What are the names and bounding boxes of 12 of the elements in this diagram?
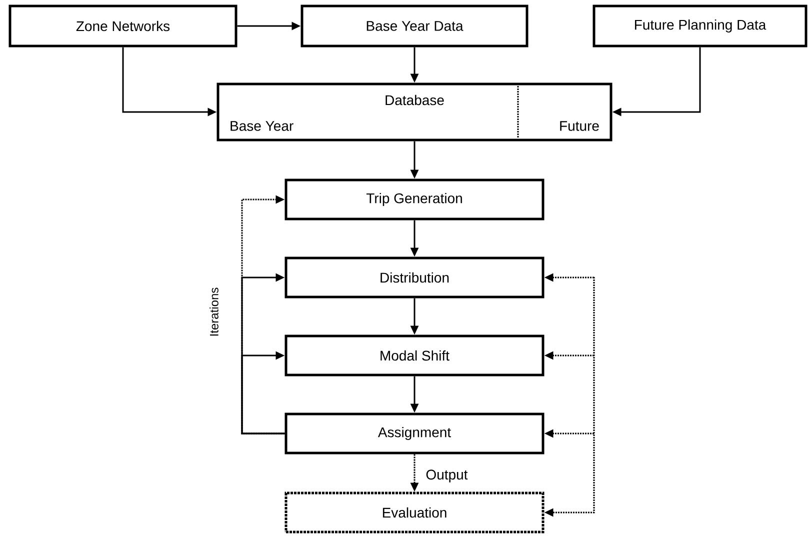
process-box: Modal Shift (284, 334, 544, 376)
axis-label: Iterations (210, 288, 218, 336)
database-box: Database Base Year Future (216, 82, 612, 142)
feedback-arrow (241, 351, 285, 434)
process-box: Assignment (284, 412, 544, 454)
process-box: Base Year Data (300, 4, 528, 48)
process-box: Trip Generation (284, 178, 544, 220)
edge-label: Output (426, 470, 468, 482)
process-box: Zone Networks (8, 4, 238, 48)
process-box: Future Planning Data (592, 4, 808, 48)
process-box: Evaluation (284, 492, 544, 534)
process-box: Distribution (284, 256, 544, 298)
